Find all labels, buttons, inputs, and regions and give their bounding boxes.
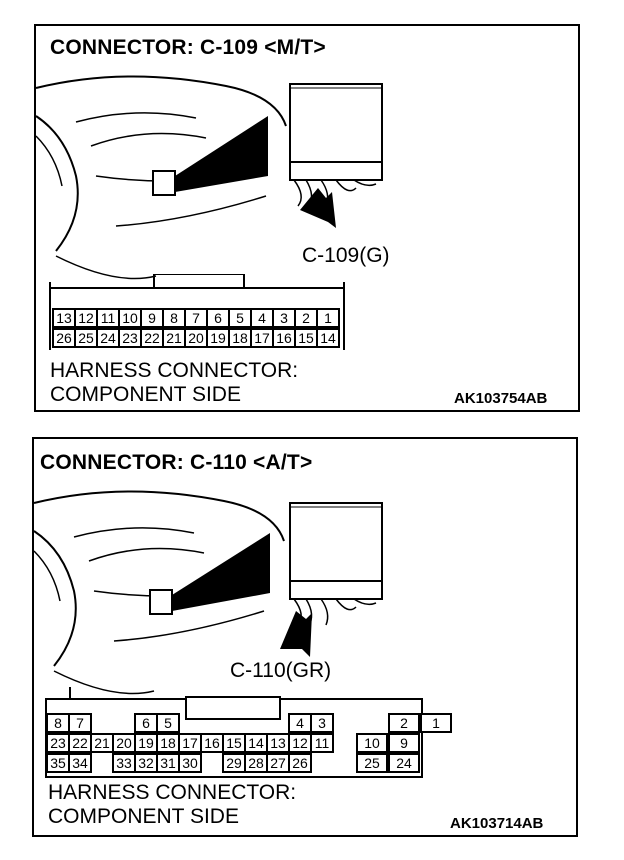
pin-cell: 20 xyxy=(112,733,136,753)
panel-title: CONNECTOR: C-109 <M/T> xyxy=(50,36,326,59)
pin-cell: 23 xyxy=(46,733,70,753)
pin-cell: 29 xyxy=(222,753,246,773)
pin-cell: 21 xyxy=(90,733,114,753)
pin-cell: 4 xyxy=(288,713,312,733)
pin-cell: 33 xyxy=(112,753,136,773)
figure-code: AK103714AB xyxy=(450,815,544,832)
pin-cell: 19 xyxy=(134,733,158,753)
pin-cell: 23 xyxy=(118,328,142,348)
pin-cell: 31 xyxy=(156,753,180,773)
pin-cell: 34 xyxy=(68,753,92,773)
pin-cell: 18 xyxy=(156,733,180,753)
dashboard-illustration xyxy=(35,75,383,280)
pin-cell: 7 xyxy=(68,713,92,733)
pin-cell: 13 xyxy=(52,308,76,328)
pin-cell: 32 xyxy=(134,753,158,773)
pin-cell: 10 xyxy=(118,308,142,328)
pin-cell: 35 xyxy=(46,753,70,773)
pin-cell: 18 xyxy=(228,328,252,348)
pin-cell: 26 xyxy=(288,753,312,773)
pin-cell: 26 xyxy=(52,328,76,348)
pin-cell: 3 xyxy=(310,713,334,733)
pin-cell: 3 xyxy=(272,308,296,328)
pin-cell: 28 xyxy=(244,753,268,773)
panel-title: CONNECTOR: C-110 <A/T> xyxy=(40,451,313,474)
pin-cell: 15 xyxy=(294,328,318,348)
pin-cell: 8 xyxy=(162,308,186,328)
pin-cell: 17 xyxy=(250,328,274,348)
harness-label-line1: HARNESS CONNECTOR: xyxy=(48,781,297,804)
pin-cell: 24 xyxy=(388,753,420,773)
pin-cell: 24 xyxy=(96,328,120,348)
pin-cell: 6 xyxy=(134,713,158,733)
harness-label-line1: HARNESS CONNECTOR: xyxy=(50,359,299,382)
pin-cell: 4 xyxy=(250,308,274,328)
pin-cell: 25 xyxy=(356,753,388,773)
pin-cell: 6 xyxy=(206,308,230,328)
pin-cell: 7 xyxy=(184,308,208,328)
pin-cell: 25 xyxy=(74,328,98,348)
pin-cell: 11 xyxy=(310,733,334,753)
pin-cell: 27 xyxy=(266,753,290,773)
pin-cell: 13 xyxy=(266,733,290,753)
pin-cell: 14 xyxy=(316,328,340,348)
pin-cell: 22 xyxy=(140,328,164,348)
pin-cell: 9 xyxy=(140,308,164,328)
pin-cell: 21 xyxy=(162,328,186,348)
pin-cell: 1 xyxy=(420,713,452,733)
pin-cell: 12 xyxy=(288,733,312,753)
pin-cell: 11 xyxy=(96,308,120,328)
connector-outline xyxy=(49,274,345,350)
pin-cell: 5 xyxy=(228,308,252,328)
pin-cell: 10 xyxy=(356,733,388,753)
pin-cell: 16 xyxy=(272,328,296,348)
pin-cell: 2 xyxy=(294,308,318,328)
connector-callout-label: C-110(GR) xyxy=(230,659,332,682)
connector-callout-label: C-109(G) xyxy=(302,244,390,267)
pin-cell: 17 xyxy=(178,733,202,753)
pin-cell: 22 xyxy=(68,733,92,753)
dashboard-illustration xyxy=(33,490,383,695)
pin-cell: 12 xyxy=(74,308,98,328)
pin-cell: 16 xyxy=(200,733,224,753)
harness-label-line2: COMPONENT SIDE xyxy=(48,805,239,828)
pin-cell: 14 xyxy=(244,733,268,753)
pin-cell: 1 xyxy=(316,308,340,328)
pin-cell: 19 xyxy=(206,328,230,348)
pin-cell: 20 xyxy=(184,328,208,348)
figure-code: AK103754AB xyxy=(454,390,548,407)
connector-outline xyxy=(45,687,423,778)
pin-cell: 5 xyxy=(156,713,180,733)
pin-cell: 15 xyxy=(222,733,246,753)
pin-cell: 30 xyxy=(178,753,202,773)
pin-cell: 9 xyxy=(388,733,420,753)
pin-cell: 2 xyxy=(388,713,420,733)
harness-label-line2: COMPONENT SIDE xyxy=(50,383,241,406)
pin-cell: 8 xyxy=(46,713,70,733)
